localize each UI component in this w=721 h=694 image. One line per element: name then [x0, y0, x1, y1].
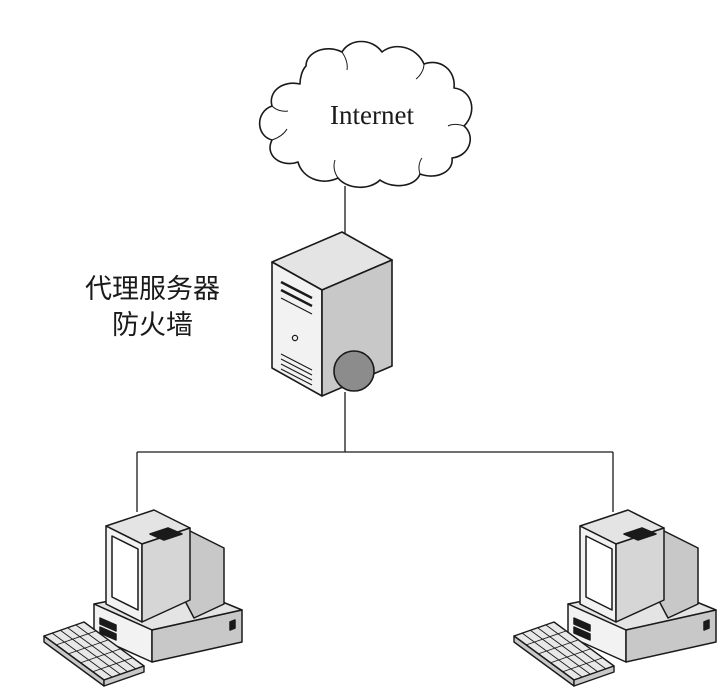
cloud-label: Internet: [330, 100, 414, 130]
firewall-disc-icon: [333, 350, 375, 392]
workstation-icon: [567, 509, 717, 663]
proxy-server: 代理服务器 防火墙: [85, 231, 393, 397]
connection-lines: [136, 186, 614, 512]
workstation-icon: [93, 509, 243, 663]
left-workstation: [43, 509, 243, 687]
proxy-label-line2: 防火墙: [112, 310, 193, 341]
right-workstation: [513, 509, 717, 687]
internet-cloud: Internet: [258, 40, 473, 189]
proxy-label-line1: 代理服务器: [85, 274, 220, 305]
cloud-icon: [258, 40, 473, 189]
